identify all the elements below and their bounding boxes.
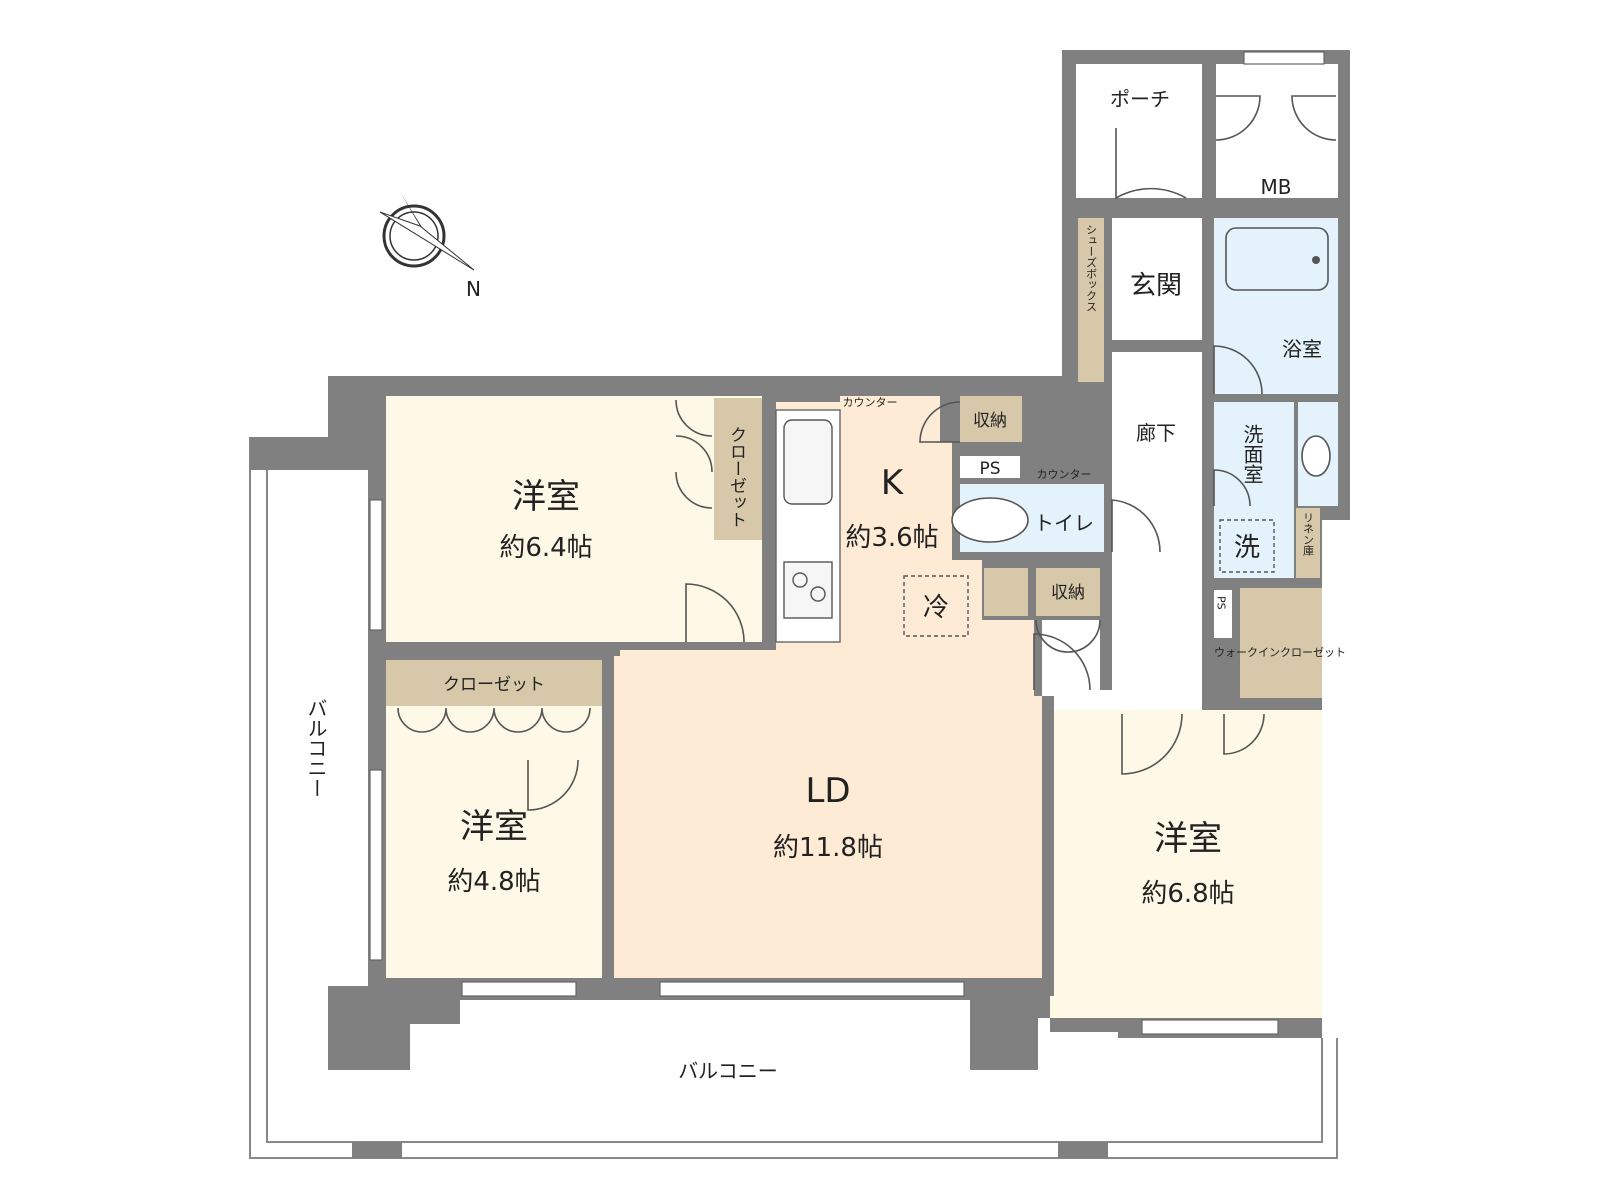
balcony-outline xyxy=(249,437,1338,1159)
storage-small xyxy=(984,568,1028,616)
room-area-western-right: 約6.8帖 xyxy=(1141,879,1234,909)
shoe-box-label: シューズボックス xyxy=(1085,224,1098,312)
room-name-hallway: 廊下 xyxy=(1136,421,1176,445)
room-name-toilet: トイレ xyxy=(1034,511,1094,535)
wash-basin-icon xyxy=(1301,435,1331,477)
walk-in-closet-label: ウォークインクローゼット xyxy=(1214,646,1346,659)
doors xyxy=(397,95,1337,811)
room-name-entrance: 玄関 xyxy=(1130,271,1182,301)
compass-n-label: N xyxy=(466,277,481,301)
ld-floor xyxy=(614,620,1042,978)
ps-upper-floor xyxy=(960,456,1020,478)
toilet-bowl-icon xyxy=(951,497,1029,543)
burner-icon xyxy=(792,572,808,588)
balcony-bottom-label: バルコニー xyxy=(678,1059,778,1083)
window-porch xyxy=(1243,51,1325,65)
kitchen-floor-ext xyxy=(960,560,982,650)
storage-k-label: 収納 xyxy=(973,411,1007,431)
ps-lower-label: PS xyxy=(1215,596,1228,610)
storage-hall xyxy=(1036,568,1100,616)
balcony-column xyxy=(1058,1142,1108,1158)
linen xyxy=(1296,508,1320,578)
fridge-area xyxy=(903,575,969,637)
window-left-upper xyxy=(369,499,383,631)
windows xyxy=(369,51,1325,1035)
shoe-box xyxy=(1078,218,1104,382)
storage-k xyxy=(960,396,1022,442)
sink-icon xyxy=(783,419,833,505)
entrance-floor xyxy=(1112,218,1202,352)
ps-lower-floor xyxy=(1210,590,1232,638)
fridge-label: 冷 xyxy=(923,593,949,623)
room-area-ld: 約11.8帖 xyxy=(773,833,883,863)
bathtub-icon xyxy=(1225,227,1329,291)
interior-walls xyxy=(368,64,1338,996)
balcony-column xyxy=(352,1142,402,1158)
room-area-kitchen: 約3.6帖 xyxy=(845,523,938,553)
western-room-lower-left-floor xyxy=(386,690,602,978)
balcony-left-label: バルコニー xyxy=(304,698,328,798)
closet-lower xyxy=(386,660,602,706)
fixtures xyxy=(775,227,1331,643)
mb-floor xyxy=(1216,172,1336,198)
burner-icon xyxy=(810,586,826,602)
stove-icon xyxy=(783,561,833,619)
closet-upper-label: クローゼット xyxy=(726,426,746,528)
counter-toilet-label: カウンター xyxy=(1037,468,1092,481)
window-lower-left-bottom xyxy=(461,981,577,997)
room-name-western-right: 洋室 xyxy=(1154,819,1222,859)
window-right-bottom xyxy=(1141,1019,1279,1035)
closet-upper xyxy=(714,398,762,540)
western-room-upper-floor xyxy=(386,396,762,642)
room-name-washroom: 洗面室 xyxy=(1240,424,1264,484)
window-ld-bottom xyxy=(659,981,965,997)
walk-in-closet xyxy=(1240,588,1322,698)
hallway-floor xyxy=(1112,352,1202,710)
closet-lower-label: クローゼット xyxy=(443,675,545,695)
room-area-western-lower-left: 約4.8帖 xyxy=(447,867,540,897)
room-name-kitchen: K xyxy=(881,463,905,503)
washer-pan xyxy=(1219,519,1275,573)
counter-kitchen-label: カウンター xyxy=(843,396,898,409)
western-room-right-floor xyxy=(1050,710,1322,1018)
washer-label: 洗 xyxy=(1234,533,1260,563)
room-name-bathroom: 浴室 xyxy=(1282,337,1322,361)
compass-icon xyxy=(379,192,475,271)
room-name-ld: LD xyxy=(805,771,850,811)
ps-upper-label: PS xyxy=(979,459,1000,479)
window-left-lower xyxy=(369,769,383,961)
room-name-western-lower-left: 洋室 xyxy=(460,807,528,847)
mb-label: MB xyxy=(1261,175,1292,199)
washer-area-floor xyxy=(1214,506,1294,578)
drain-icon xyxy=(1312,256,1320,264)
room-area-western-upper: 約6.4帖 xyxy=(499,533,592,563)
room-name-porch: ポーチ xyxy=(1110,87,1170,111)
storage-areas xyxy=(386,218,1322,706)
storage-hall-label: 収納 xyxy=(1051,583,1085,603)
linen-label: リネン庫 xyxy=(1302,512,1315,557)
room-name-western-upper: 洋室 xyxy=(512,477,580,517)
